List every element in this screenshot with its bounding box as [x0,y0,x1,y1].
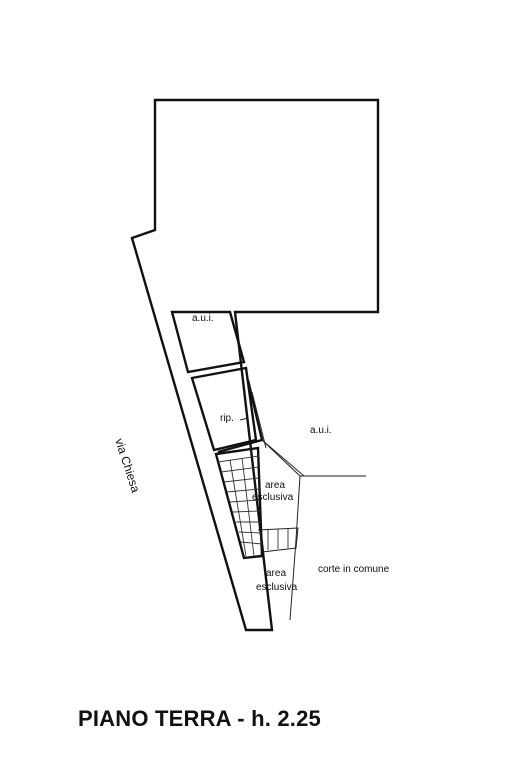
label-area-esclusiva-2b: esclusiva [256,582,298,593]
label-area-esclusiva-1b: esclusiva [252,492,294,503]
door-mark [249,443,253,455]
floor-caption: PIANO TERRA - h. 2.25 [78,706,321,731]
landing-grid [257,527,299,553]
room-aui-small [170,310,246,374]
building-outline [130,98,380,632]
partition-wall-thin [251,391,267,449]
label-rip: rip. [220,413,234,424]
staircase [214,446,264,560]
label-corte-in-comune: corte in comune [318,564,390,575]
label-aui-top: a.u.i. [192,313,214,324]
label-area-esclusiva-2a: area [266,568,286,579]
label-street: via Chiesa [112,437,143,495]
room-ripostiglio [190,366,258,452]
door-mark-2 [239,417,249,421]
corte-boundary-diagonal [261,439,305,477]
label-aui-right: a.u.i. [310,425,332,436]
exclusive-area-boundary [261,439,301,621]
label-area-esclusiva-1a: area [265,480,285,491]
